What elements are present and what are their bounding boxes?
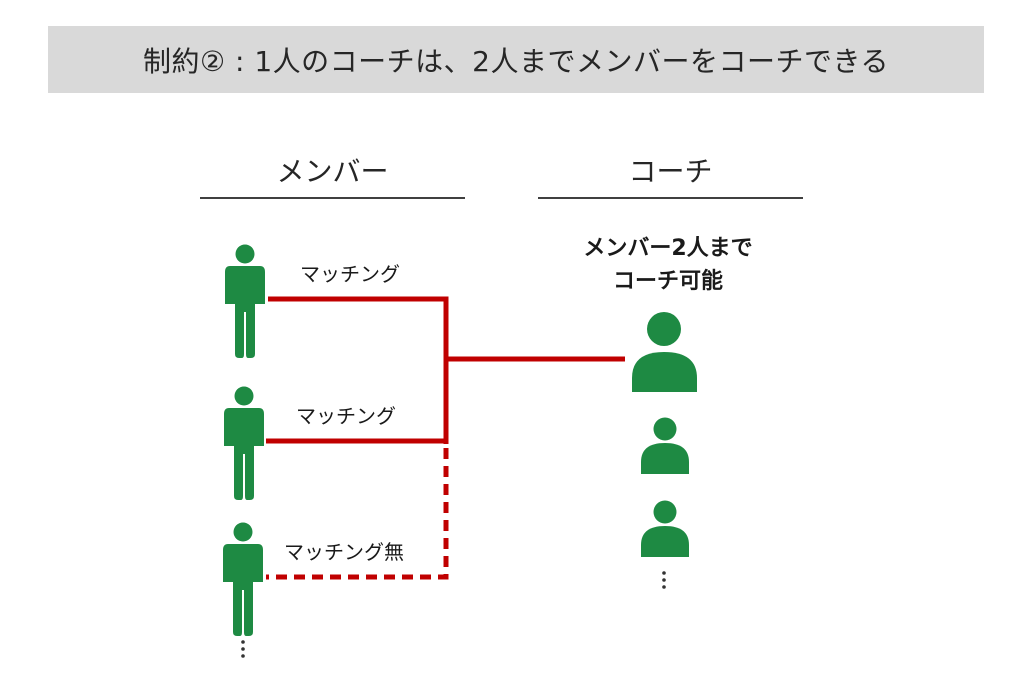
diagram-title: 制約② : 1人のコーチは、2人までメンバーをコーチできる	[143, 44, 889, 78]
matched-connector-1	[268, 296, 449, 444]
member-icon-2	[224, 386, 264, 500]
coach-note-line-1: メンバー2人まで	[583, 236, 753, 261]
coaches-more-ellipsis	[662, 571, 666, 589]
coach-icon-3	[641, 500, 689, 557]
members-column-header: メンバー	[276, 155, 389, 188]
coaches-header-rule	[538, 197, 803, 199]
members-header-rule	[200, 197, 465, 199]
coach-capacity-note: メンバー2人まで コーチ可能	[548, 232, 788, 298]
coach-icon-2	[641, 417, 689, 474]
match-label-3: マッチング無	[284, 540, 404, 564]
member-icon-3	[223, 522, 263, 636]
member-icon-1	[225, 244, 265, 358]
match-label-2: マッチング	[296, 404, 396, 428]
title-bar: 制約② : 1人のコーチは、2人までメンバーをコーチできる	[48, 26, 984, 93]
match-label-1: マッチング	[300, 262, 400, 286]
unmatched-connector-dashed	[266, 448, 449, 580]
coach-icon-large	[632, 312, 697, 392]
coach-note-line-2: コーチ可能	[612, 269, 723, 294]
members-more-ellipsis	[241, 640, 245, 658]
coaches-column-header: コーチ	[628, 155, 713, 188]
